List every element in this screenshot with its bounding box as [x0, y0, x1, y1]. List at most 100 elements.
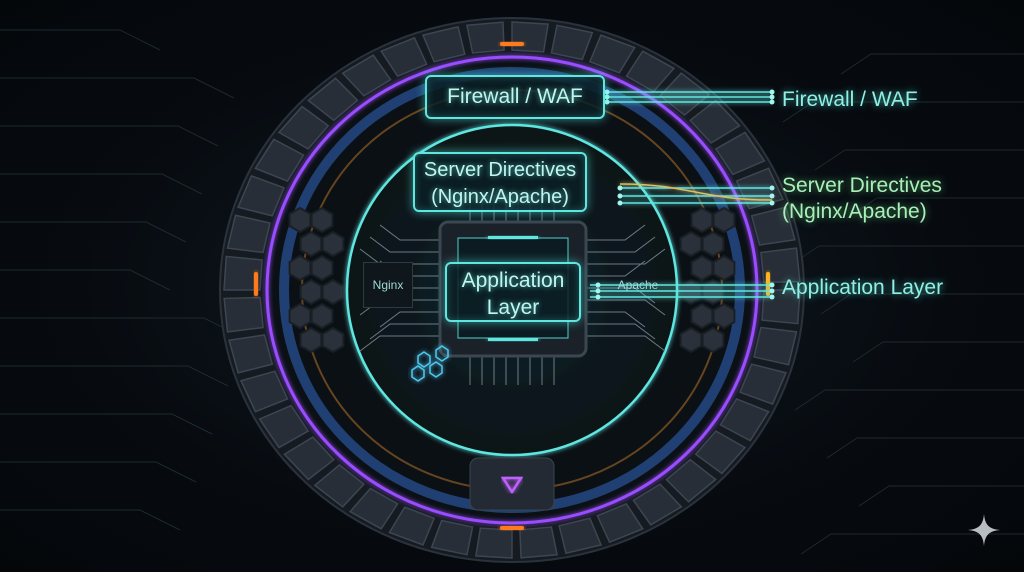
hex-panel [690, 206, 714, 234]
hex-panel [299, 278, 323, 306]
indicator-right [766, 272, 770, 296]
endpoint-dot [769, 288, 775, 294]
endpoint-dot [604, 89, 610, 95]
server-directives-label: Server Directives [423, 159, 577, 181]
hex-panel [712, 302, 736, 330]
indicator-bottom [500, 526, 524, 530]
endpoint-dot [769, 294, 775, 300]
endpoint-dot [769, 185, 775, 191]
hex-panel [321, 326, 345, 354]
hexagon-cluster-icon [411, 345, 449, 382]
ring-segment [421, 25, 466, 63]
hex-panel [701, 326, 725, 354]
ring-segment [558, 517, 603, 555]
trace [586, 299, 666, 316]
endpoint-dot [604, 94, 610, 100]
ring-segment [258, 404, 310, 449]
trace [586, 323, 656, 340]
trace [586, 224, 646, 241]
apache-label: Apache [617, 278, 659, 292]
endpoint-dot [595, 282, 601, 288]
bg-trace [852, 341, 1024, 363]
indicator-top [500, 42, 524, 46]
hex-panel [679, 278, 703, 306]
bottom-module [469, 457, 555, 511]
bg-trace [858, 485, 1024, 507]
trace [369, 323, 440, 340]
bg-trace [840, 53, 1024, 75]
purple-ring [265, 55, 759, 525]
ring-segment [254, 138, 305, 182]
trace [586, 248, 666, 265]
ring-segment [519, 526, 558, 559]
trace [359, 335, 440, 352]
ring-segment [341, 54, 392, 97]
trace [379, 311, 440, 328]
ring-segment [228, 334, 274, 374]
trace [586, 311, 646, 328]
ring-segment [739, 363, 787, 406]
bg-trace [0, 413, 213, 435]
bg-trace [800, 533, 1024, 555]
hex-panel [310, 302, 334, 330]
trace [586, 287, 656, 304]
server-directives-sublabel: (Nginx/Apache) [431, 186, 569, 208]
ring-segment [226, 214, 271, 254]
ring-segment [511, 21, 549, 53]
ring-segment [223, 255, 263, 291]
ring-segment [223, 296, 264, 333]
bg-trace [846, 197, 1024, 219]
bg-trace [0, 509, 181, 531]
trace [586, 260, 646, 277]
endpoint-dot [595, 288, 601, 294]
ring-segment [750, 206, 796, 246]
hex-panel [288, 254, 312, 282]
bg-trace [814, 149, 1024, 171]
ring-segment [632, 483, 683, 526]
ring-segment [753, 326, 798, 366]
trace [586, 335, 666, 352]
hex-panel [679, 230, 703, 258]
hex-panel [701, 278, 725, 306]
endpoint-dot [617, 200, 623, 206]
bg-trace [788, 245, 1024, 267]
bg-trace [0, 29, 161, 51]
chip-indicator [488, 236, 538, 239]
bg-trace [0, 461, 197, 483]
hex-panel [690, 302, 714, 330]
bg-trace [0, 365, 229, 387]
bg-trace [0, 221, 187, 243]
ring-segment [550, 24, 594, 61]
ring-segment [760, 247, 801, 284]
hex-panel [321, 278, 345, 306]
ring-segment [689, 99, 741, 144]
bg-trace [820, 293, 1024, 315]
endpoint-dot [769, 94, 775, 100]
hex-panel [288, 206, 312, 234]
endpoint-dot [769, 89, 775, 95]
ring-segment [665, 458, 717, 503]
application-label: Application [461, 269, 565, 292]
apache-chip: Apache [612, 278, 664, 292]
ring-segment [714, 131, 766, 176]
ring-segment [430, 519, 474, 556]
hex-panel [310, 254, 334, 282]
callout-lines [590, 91, 773, 298]
chip-indicator-bottom [488, 338, 538, 341]
ring-segment [237, 174, 285, 217]
ring-segment [380, 36, 428, 78]
bg-trace [0, 125, 219, 147]
callout-server-directives: Server Directives (Nginx/Apache) [782, 173, 942, 225]
ring-segment [466, 21, 505, 54]
callout-endpoints [595, 89, 775, 300]
application-layer-box: Application Layer [445, 262, 581, 322]
hex-panel [299, 230, 323, 258]
ring-segment [313, 463, 365, 508]
hex-panel [712, 254, 736, 282]
hex-panel [690, 254, 714, 282]
hex-panel [679, 326, 703, 354]
trace [369, 236, 440, 253]
ring-segment [659, 72, 711, 117]
nginx-chip: Nginx [363, 262, 413, 308]
